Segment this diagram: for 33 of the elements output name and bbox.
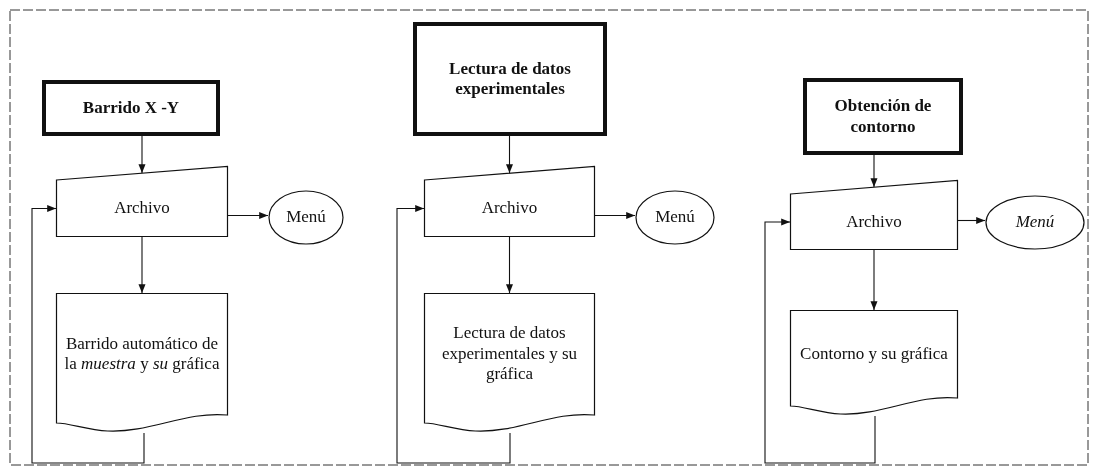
node-label: Archivo [846,211,902,233]
terminal-ellipse [635,190,715,245]
node-label: Menú [655,207,695,228]
process-box [42,80,220,136]
arrow [227,212,269,219]
arrow [396,205,511,464]
arrow [506,236,513,294]
arrow [870,154,878,188]
arrow [31,205,145,464]
arrow [138,236,146,294]
arrow [594,212,636,219]
node-label: Menú [286,207,326,228]
arrow [764,218,876,464]
heading-text: Lectura de datos experimentales [448,58,572,100]
heading-text: Obtención de contorno [833,96,933,137]
manual-input-shape [424,166,595,237]
heading-text: Barrido X -Y [82,97,180,119]
arrow [138,135,146,174]
process-box [803,78,963,155]
node-label: Contorno y su gráfica [800,343,948,365]
terminal-ellipse [985,195,1085,250]
arrow [870,249,878,311]
node-label: Lectura de datos experimentales y su gráfica [441,323,578,385]
manual-input-shape [790,180,958,250]
node-label: Menú [1015,212,1055,233]
manual-input-shape [56,166,228,237]
terminal-ellipse [268,190,344,245]
node-label: Archivo [481,198,538,219]
node-label: Barrido automático de la muestra y su gráfica [63,333,221,375]
node-label: Archivo [114,198,170,219]
arrow [506,135,513,174]
process-box [413,22,607,136]
arrow [957,217,986,224]
